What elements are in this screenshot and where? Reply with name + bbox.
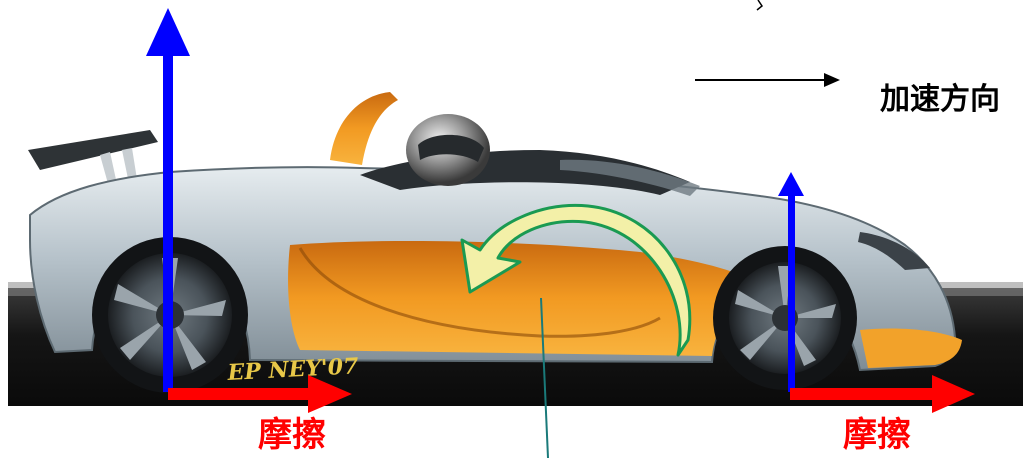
side-intake xyxy=(298,247,661,338)
pointer-line xyxy=(540,297,549,458)
roll-hoop xyxy=(330,92,398,165)
front-splitter xyxy=(860,328,962,368)
headlight xyxy=(858,232,930,270)
torque-arrow-icon xyxy=(460,203,692,357)
driver-helmet xyxy=(406,114,490,186)
front-wheel xyxy=(713,246,857,390)
windscreen xyxy=(560,159,700,196)
friction-right-arrow-icon xyxy=(790,375,975,413)
friction-left-label: 摩擦 xyxy=(258,415,326,455)
normal-force-left-arrow-icon xyxy=(146,8,190,392)
acceleration-direction-label: 加速方向 xyxy=(880,82,1000,117)
acceleration-arrow-icon xyxy=(695,73,840,87)
friction-right-label: 摩擦 xyxy=(843,415,911,455)
normal-force-right-arrow-icon xyxy=(778,172,804,392)
friction-left-arrow-icon xyxy=(168,375,352,413)
top-mark xyxy=(756,0,764,11)
